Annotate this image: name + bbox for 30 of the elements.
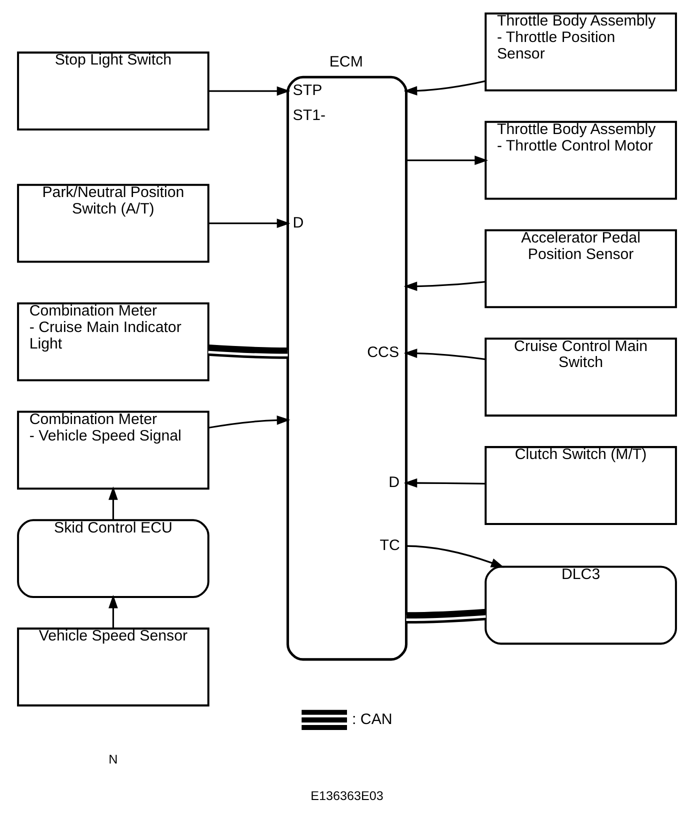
arrow: [403, 80, 486, 96]
connector: [208, 344, 288, 359]
node-label: ECM: [328, 54, 362, 71]
node-box: Throttle Body Assembly - Throttle Control Motor: [484, 120, 676, 200]
node-box: DLC3: [484, 566, 676, 645]
node-box: Skid Control ECU: [16, 519, 209, 598]
node-box: Combination Meter - Cruise Main Indicator Light: [16, 302, 209, 382]
node-box: Stop Light Switch: [16, 52, 209, 130]
arrow: [208, 218, 290, 228]
arrow: [406, 545, 504, 568]
node-box: Park/Neutral Position Switch (A/T): [16, 184, 209, 263]
arrow: [108, 486, 118, 520]
arrow: [403, 348, 486, 360]
legend-label: : CAN: [352, 710, 392, 728]
node-box: Clutch Switch (M/T): [484, 446, 676, 525]
connector: [406, 608, 486, 624]
label: N: [108, 752, 118, 766]
arrow: [406, 156, 488, 166]
node-box: Vehicle Speed Sensor: [16, 628, 209, 706]
arrow: [108, 594, 118, 628]
node-box: STP ST1- D CCS D TC: [286, 76, 407, 661]
node-box: Accelerator Pedal Position Sensor: [484, 229, 676, 308]
arrow: [403, 478, 486, 488]
arrow: [403, 281, 485, 291]
node-box: Cruise Control Main Switch: [484, 338, 676, 417]
node-box: Combination Meter - Vehicle Speed Signal: [16, 410, 209, 490]
arrow: [208, 415, 290, 429]
arrow: [208, 86, 290, 96]
node-box: Throttle Body Assembly - Throttle Position Sensor: [484, 12, 676, 92]
label: E136363E03: [310, 788, 383, 803]
